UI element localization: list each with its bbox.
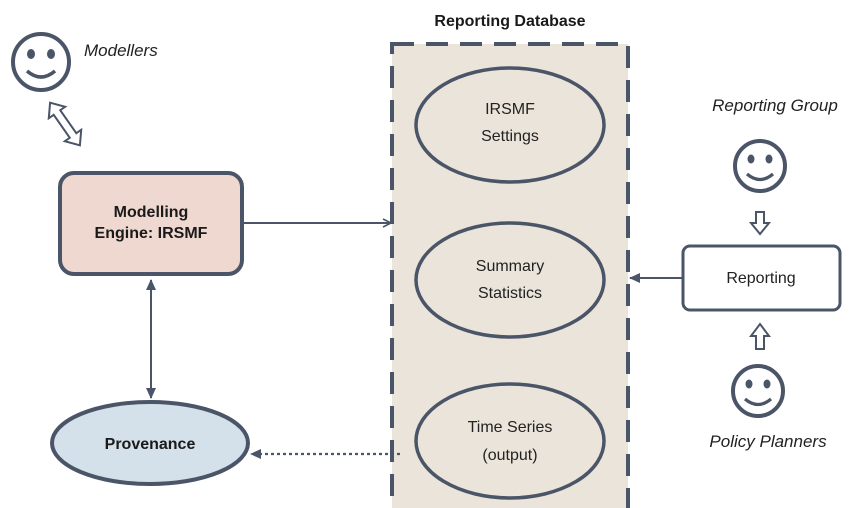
modellers-smiley-icon — [11, 32, 71, 92]
modelling-engine-label-2: Engine: IRSMF — [95, 225, 208, 242]
modelling-engine-label-1: Modelling — [114, 204, 189, 221]
irsmf-settings-ellipse[interactable] — [414, 66, 606, 184]
summary-statistics-label-2: Statistics — [478, 285, 542, 302]
modellers-engine-double-arrow — [47, 101, 83, 147]
reporting-group-smiley-icon — [733, 139, 787, 193]
reporting-label: Reporting — [726, 270, 795, 287]
policy-planners-label: Policy Planners — [709, 432, 827, 451]
reporting-database-title: Reporting Database — [434, 13, 585, 30]
time-series-label-1: Time Series — [468, 419, 553, 436]
modellers-label: Modellers — [84, 41, 158, 60]
reporting-group-down-arrow — [748, 211, 772, 236]
policy-planners-smiley-icon — [731, 364, 785, 418]
modelling-engine-box[interactable] — [58, 171, 244, 276]
time-series-ellipse[interactable] — [414, 382, 606, 500]
irsmf-settings-label-2: Settings — [481, 128, 539, 145]
reporting-group-label: Reporting Group — [712, 96, 838, 115]
summary-statistics-ellipse[interactable] — [414, 221, 606, 339]
policy-planners-up-arrow — [749, 322, 771, 350]
irsmf-settings-label-1: IRSMF — [485, 101, 535, 118]
summary-statistics-label-1: Summary — [476, 258, 544, 275]
provenance-label: Provenance — [105, 436, 196, 453]
time-series-label-2: (output) — [482, 447, 537, 464]
provenance-ellipse[interactable] — [50, 400, 250, 486]
